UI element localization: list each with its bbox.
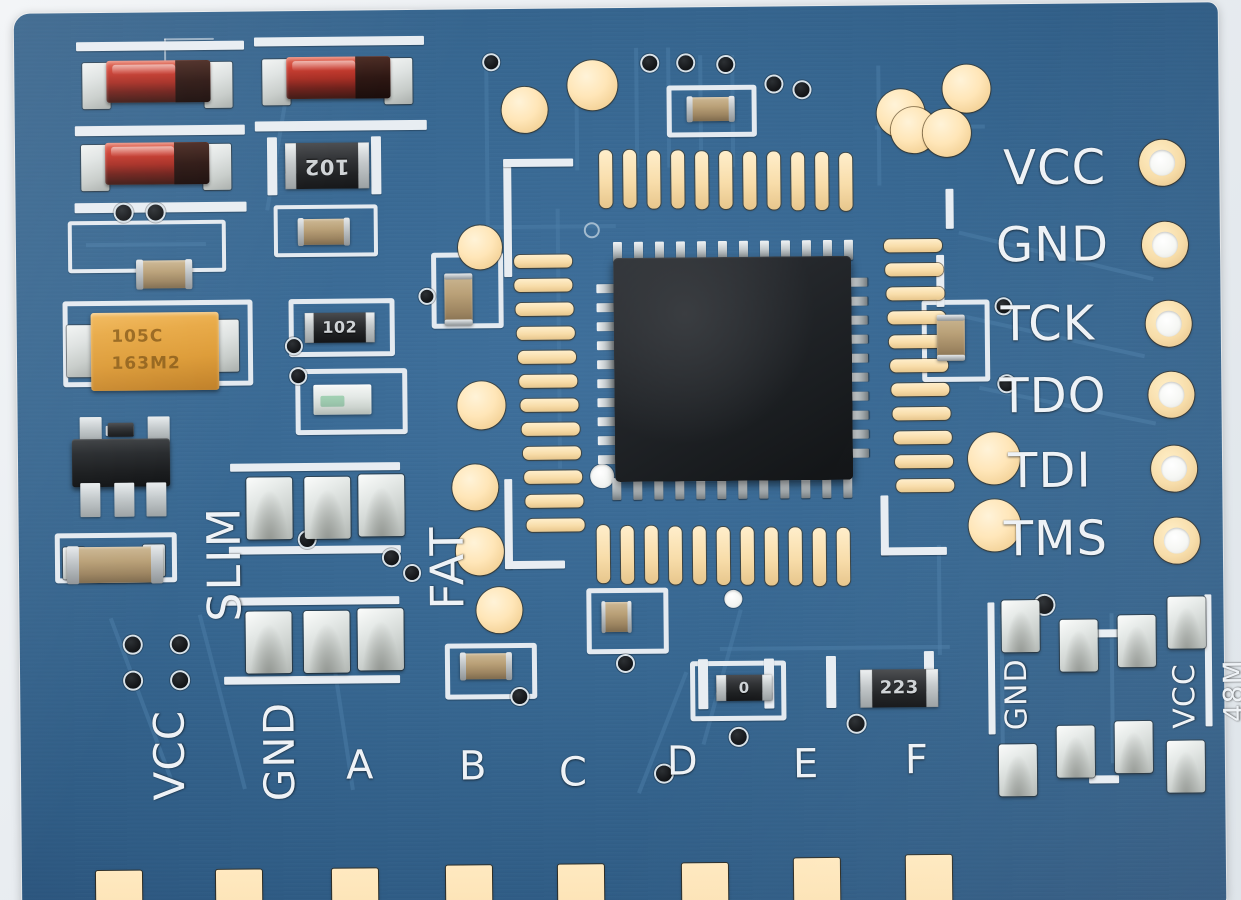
silk-text-layer: SLIM FAT GND VCC 48M xyxy=(14,2,1241,900)
silk-label-gnd-pad: GND xyxy=(998,658,1035,731)
silk-label-slim: SLIM xyxy=(196,505,252,623)
pcb-board: 102 102 0 223 105C xyxy=(13,2,1241,900)
silk-label-vcc-pad: VCC xyxy=(1166,663,1203,729)
silk-label-48m: 48M xyxy=(1216,659,1241,723)
silk-label-fat: FAT xyxy=(419,525,475,610)
